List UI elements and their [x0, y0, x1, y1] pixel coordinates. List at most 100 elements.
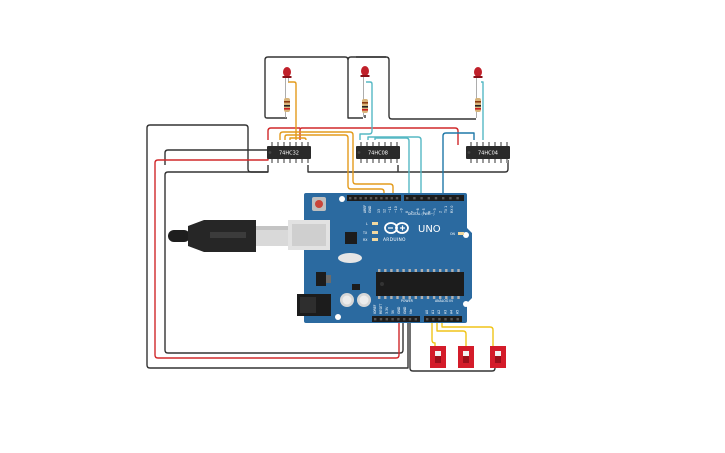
wire-gnd-left[interactable] [164, 149, 268, 165]
header-hole[interactable] [442, 197, 445, 200]
header-hole[interactable] [456, 318, 459, 321]
switch-1[interactable] [430, 346, 446, 368]
atmega-chip[interactable] [376, 272, 464, 296]
wire-yellow-3[interactable] [441, 322, 494, 348]
resistor-2-band2 [362, 106, 368, 108]
mcu-pin [402, 269, 405, 272]
wire-gnd-led1[interactable] [264, 56, 363, 119]
header-hole[interactable] [354, 197, 357, 200]
header-analog[interactable] [424, 316, 462, 322]
header-hole[interactable] [385, 318, 388, 321]
led-1[interactable] [282, 67, 292, 118]
switch-3[interactable] [490, 346, 506, 368]
header-hole[interactable] [432, 318, 435, 321]
header-hole[interactable] [420, 197, 423, 200]
wire-orange-4[interactable] [289, 137, 307, 141]
arduino-uno-board[interactable]: L TX RX ON UNO ARDUINO DIGITAL (PWM~) PO… [288, 193, 472, 323]
wire-yellow-1[interactable] [431, 322, 436, 348]
header-hole[interactable] [380, 197, 383, 200]
mcu-pin [384, 296, 387, 299]
switch-1-knob[interactable] [435, 356, 441, 363]
wire-gnd-chips[interactable] [307, 160, 509, 173]
header-hole[interactable] [413, 197, 416, 200]
header-hole[interactable] [408, 318, 412, 321]
header-hole[interactable] [369, 197, 373, 200]
chip-pin [372, 142, 374, 146]
led-2-dome [361, 66, 369, 76]
chip-pin [396, 142, 398, 146]
header-hole[interactable] [379, 318, 383, 321]
header-hole[interactable] [444, 318, 447, 321]
wire-5v-main[interactable] [154, 150, 400, 359]
switch-2-knob[interactable] [463, 356, 469, 363]
header-hole[interactable] [349, 197, 352, 200]
wire-blue-1[interactable] [442, 132, 475, 197]
header-hole[interactable] [390, 197, 393, 200]
header-hole[interactable] [414, 318, 417, 321]
mcu-pin [396, 296, 399, 299]
header-hole[interactable] [403, 318, 406, 321]
header-digital-left[interactable] [347, 195, 401, 201]
usb-plug-metal [256, 226, 288, 246]
header-hole[interactable] [395, 197, 399, 200]
board-model: UNO [418, 224, 441, 235]
usb-cable[interactable] [168, 220, 288, 252]
header-hole[interactable] [359, 197, 362, 200]
digital-pin-label: 12 [383, 209, 387, 213]
wire-gnd-led2b[interactable] [347, 56, 386, 61]
chip-pin [295, 159, 297, 163]
resistor-1-band [284, 101, 290, 103]
header-power[interactable] [372, 316, 420, 322]
mcu-pins [378, 269, 460, 299]
header-hole[interactable] [406, 197, 409, 200]
chip-pin [506, 142, 508, 146]
chip-74hc08[interactable]: 74HC08 [356, 146, 400, 159]
header-hole[interactable] [391, 318, 394, 321]
header-hole[interactable] [427, 197, 430, 200]
switch-2[interactable] [458, 346, 474, 368]
header-hole[interactable] [385, 197, 388, 200]
chip-3-notch [467, 151, 471, 154]
chip-2-label: 74HC08 [368, 151, 388, 157]
wire-teal-4[interactable] [481, 81, 484, 140]
chip-pin [506, 159, 508, 163]
wires [146, 56, 509, 372]
wire-yellow-2[interactable] [436, 322, 467, 348]
header-hole[interactable] [434, 197, 438, 200]
chip-3-body [466, 146, 510, 159]
header-hole[interactable] [426, 318, 429, 321]
wire-orange-1[interactable] [288, 81, 297, 140]
header-digital-right[interactable] [404, 195, 464, 201]
wire-5v[interactable] [299, 127, 459, 145]
chip-74hc32[interactable]: 74HC32 [267, 146, 311, 159]
wire-teal-3[interactable] [374, 137, 410, 197]
wire-gnd-switches[interactable] [409, 322, 496, 372]
analog-pin-label: A0 [425, 310, 429, 314]
led-1-dome [283, 67, 291, 77]
chip-pin [500, 142, 502, 146]
wire-orange-2[interactable] [279, 131, 394, 197]
header-hole[interactable] [364, 197, 367, 200]
header-hole[interactable] [438, 318, 441, 321]
wire-orange-3[interactable] [284, 134, 385, 197]
regulator [316, 272, 326, 286]
led-2[interactable] [360, 66, 370, 117]
header-hole[interactable] [450, 318, 453, 321]
header-hole[interactable] [397, 318, 400, 321]
wire-teal-1[interactable] [359, 81, 373, 140]
header-hole[interactable] [374, 318, 377, 321]
reset-button-cap[interactable] [315, 200, 323, 208]
chip-74hc04[interactable]: 74HC04 [466, 146, 510, 159]
wire-5v-left[interactable] [267, 127, 300, 140]
wire-gnd-main[interactable] [146, 124, 409, 369]
wire-gnd-led2[interactable] [356, 56, 476, 120]
wire-gnd-inner[interactable] [164, 171, 404, 354]
wire-teal-2[interactable] [367, 136, 422, 197]
header-hole[interactable] [449, 197, 452, 200]
header-hole[interactable] [375, 197, 378, 200]
chip-pin [360, 159, 362, 163]
small-comp [352, 284, 360, 290]
led-3[interactable] [473, 67, 483, 118]
header-hole[interactable] [456, 197, 459, 200]
switch-3-knob[interactable] [495, 356, 501, 363]
